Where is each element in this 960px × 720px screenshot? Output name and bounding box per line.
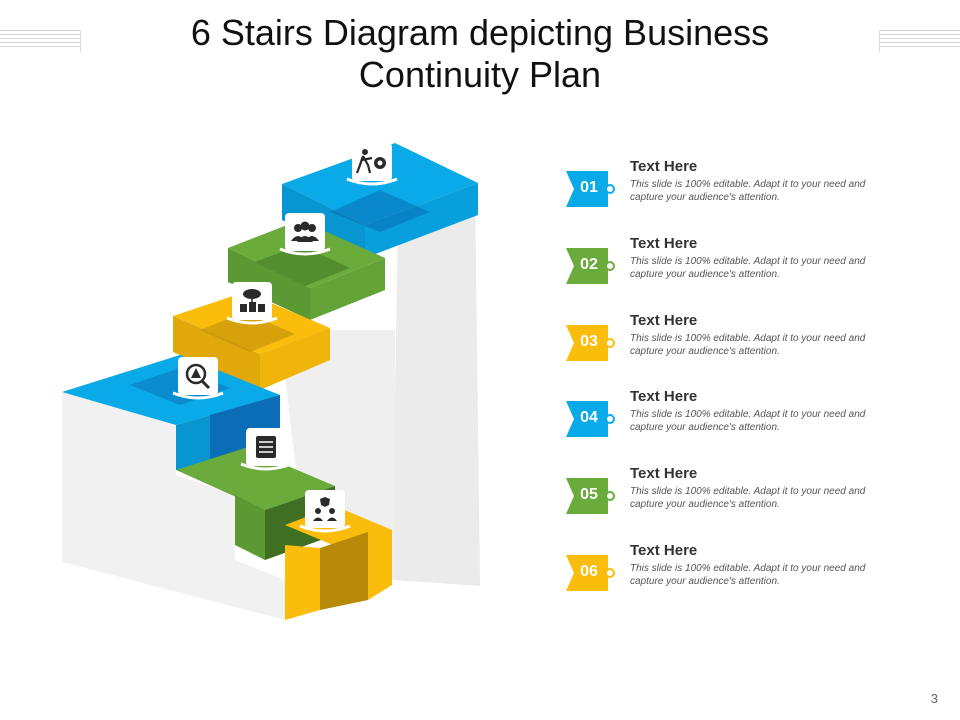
step-description: This slide is 100% editable. Adapt it to…: [630, 333, 866, 357]
step-number: 06: [580, 563, 598, 580]
risk-search-icon: [185, 363, 211, 390]
header-decoration-left: [0, 30, 81, 52]
header-decoration-right: [879, 30, 960, 52]
step-title: Text Here: [630, 312, 698, 329]
step-title: Text Here: [630, 388, 698, 405]
tag-shape: [566, 248, 608, 284]
list-item: 01 Text Here This slide is 100% editable…: [566, 158, 926, 228]
step-tag: 05: [566, 478, 615, 514]
badge-step-05: [240, 428, 292, 471]
security-team-icon: [313, 497, 337, 521]
cloud-network-icon: [240, 289, 265, 312]
mover-gear-icon: [355, 149, 386, 174]
tag-shape: [566, 555, 608, 591]
slide-title: 6 Stairs Diagram depicting Business Cont…: [190, 12, 770, 95]
tag-shape: [566, 401, 608, 437]
list-item: 03 Text Here This slide is 100% editable…: [566, 312, 926, 382]
stairs-back-wall: [392, 182, 480, 586]
tag-shape: [566, 171, 608, 207]
step-tag: 04: [566, 401, 615, 437]
badge-step-02: [279, 213, 331, 256]
step-tag: 03: [566, 325, 615, 361]
step-tag: 06: [566, 555, 615, 591]
list-item: 06 Text Here This slide is 100% editable…: [566, 542, 926, 612]
step-title: Text Here: [630, 158, 698, 175]
team-icon: [291, 221, 319, 242]
step-number: 01: [580, 179, 598, 196]
badge-step-03: [226, 282, 278, 325]
step-number: 05: [580, 486, 598, 503]
list-item: 05 Text Here This slide is 100% editable…: [566, 465, 926, 535]
tag-shape: [566, 478, 608, 514]
step-title: Text Here: [630, 235, 698, 252]
badge-step-06: [299, 490, 351, 533]
step-description: This slide is 100% editable. Adapt it to…: [630, 179, 866, 203]
step-tag: 01: [566, 171, 615, 207]
page-number: 3: [930, 691, 938, 706]
stairs-mid-wall: [280, 330, 395, 580]
tag-shape: [566, 325, 608, 361]
badge-step-01: [346, 143, 398, 186]
step-number: 03: [580, 333, 598, 350]
stairs-side-wall: [62, 392, 285, 620]
stair-step-03: [173, 292, 330, 390]
stair-step-06: [285, 506, 392, 620]
step-description: This slide is 100% editable. Adapt it to…: [630, 256, 866, 280]
step-number: 04: [580, 409, 598, 426]
step-title: Text Here: [630, 465, 698, 482]
list-item: 04 Text Here This slide is 100% editable…: [566, 388, 926, 458]
checklist-icon: [256, 436, 276, 458]
step-tag: 02: [566, 248, 615, 284]
badge-step-04: [172, 357, 224, 400]
step-description: This slide is 100% editable. Adapt it to…: [630, 563, 866, 587]
step-description: This slide is 100% editable. Adapt it to…: [630, 486, 866, 510]
step-description: This slide is 100% editable. Adapt it to…: [630, 409, 866, 433]
step-title: Text Here: [630, 542, 698, 559]
list-item: 02 Text Here This slide is 100% editable…: [566, 235, 926, 305]
step-number: 02: [580, 256, 598, 273]
